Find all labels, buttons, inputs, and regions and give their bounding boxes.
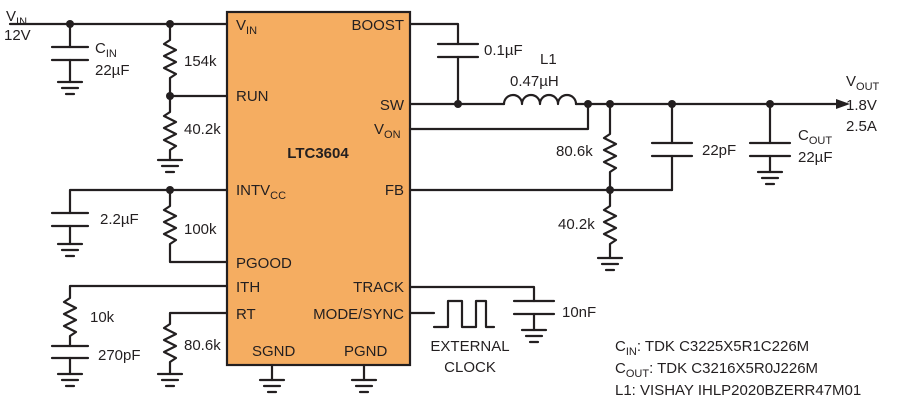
ext-clock-line1: EXTERNAL [430, 338, 509, 355]
pin-pgnd: PGND [344, 343, 388, 360]
r-run-bottom-value: 40.2k [184, 121, 221, 138]
pin-mode-sync: MODE/SYNC [313, 306, 404, 323]
r-von [602, 102, 618, 192]
c-intvcc-value: 2.2µF [100, 211, 139, 228]
vout-arrow [836, 99, 850, 109]
note-l1: L1: VISHAY IHLP2020BZERR47M01 [615, 382, 861, 399]
vin-label: VIN [6, 8, 27, 28]
ground-icon [756, 170, 784, 186]
r-pgood [162, 188, 229, 264]
pin-track: TRACK [353, 279, 404, 296]
pin-rt: RT [236, 306, 256, 323]
pin-boost: BOOST [351, 17, 404, 34]
ground-icon [56, 242, 84, 258]
pin-pgood: PGOOD [236, 255, 292, 272]
node-dot [454, 100, 462, 108]
note-cout: COUT: TDK C3216X5R0J226M [615, 360, 818, 380]
pin-fb: FB [385, 182, 404, 199]
pin-run: RUN [236, 88, 269, 105]
r-run-top-value: 154k [184, 53, 217, 70]
von-wire [408, 102, 590, 131]
ith-wire [62, 284, 229, 348]
vout-label: VOUT [846, 73, 880, 93]
r-run-top [162, 22, 178, 98]
r-rt-value: 80.6k [184, 337, 221, 354]
pin-sw: SW [380, 97, 405, 114]
pin-vin: VIN [236, 17, 257, 37]
ic-body [225, 10, 412, 367]
ground-icon [56, 80, 84, 96]
r-ith-value: 10k [90, 309, 115, 326]
pin-sgnd: SGND [252, 343, 296, 360]
ground-icon [156, 372, 184, 388]
cout-value: 22µF [798, 149, 833, 166]
cin-value: 22µF [95, 62, 130, 79]
c-track-value: 10nF [562, 304, 596, 321]
pin-ith: ITH [236, 279, 260, 296]
ground-icon [350, 378, 378, 394]
intvcc-wire [68, 188, 229, 215]
r-pgood-value: 100k [184, 221, 217, 238]
note-cin: CIN: TDK C3225X5R1C226M [615, 338, 809, 358]
cout-label: COUT [798, 127, 832, 147]
clock-waveform-icon [432, 299, 496, 329]
ic-name: LTC3604 [287, 145, 349, 162]
r-von-value: 80.6k [556, 143, 593, 160]
pin-von: VON [374, 121, 401, 141]
c-boost-value: 0.1µF [484, 42, 523, 59]
boost-wire [408, 22, 460, 46]
pin-intvcc: INTVCC [236, 182, 286, 202]
l1-value: 0.47µH [510, 73, 559, 90]
vout-current: 2.5A [846, 118, 877, 135]
l1-name: L1 [540, 51, 557, 68]
vin-voltage: 12V [4, 27, 31, 44]
ext-clock-line2: CLOCK [444, 359, 496, 376]
ground-icon [156, 158, 184, 174]
ground-icon [596, 256, 624, 272]
track-wire [408, 285, 536, 303]
c-ith-value: 270pF [98, 347, 141, 364]
ground-icon [56, 372, 84, 388]
inductor-l1 [502, 93, 578, 106]
c-ff-value: 22pF [702, 142, 736, 159]
r-fb-bottom [602, 188, 618, 260]
r-run-bottom [162, 94, 178, 162]
ground-icon [520, 328, 548, 344]
r-rt [162, 311, 229, 376]
cin-label: CIN [95, 40, 117, 60]
r-fb-bottom-value: 40.2k [558, 216, 595, 233]
ground-icon [258, 378, 286, 394]
vout-voltage: 1.8V [846, 97, 877, 114]
